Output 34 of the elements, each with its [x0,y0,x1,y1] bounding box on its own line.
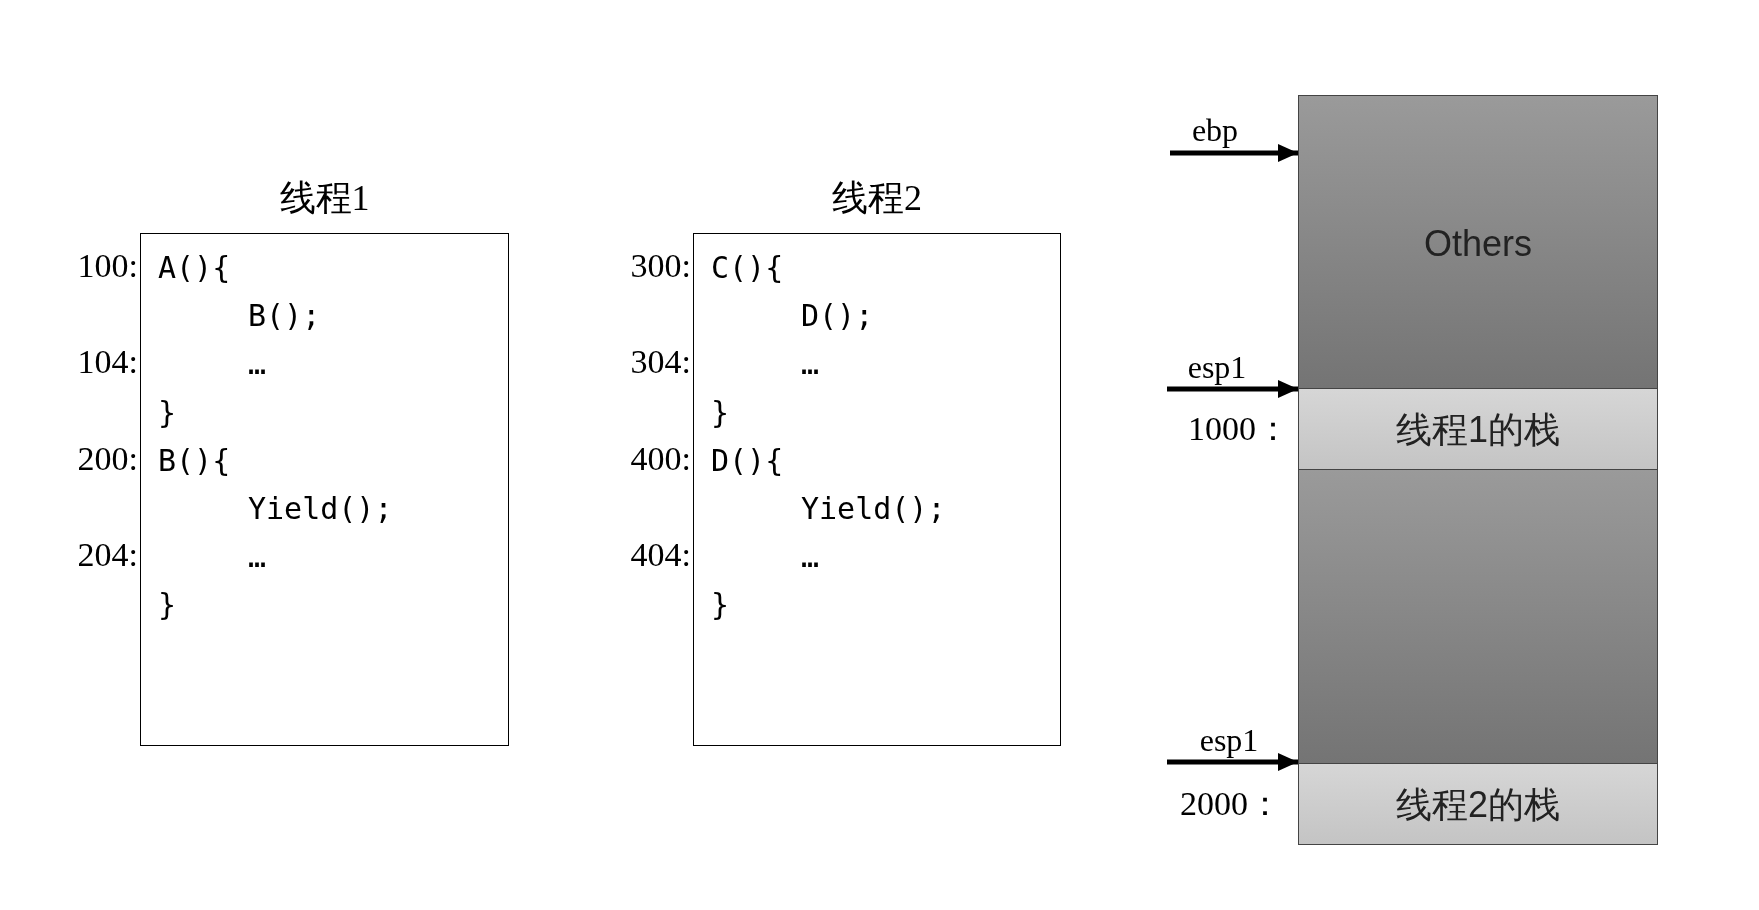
code-line: B(); [248,301,321,332]
address-label: 300: [630,249,691,283]
address-label: 200: [77,441,138,476]
code-line: } [711,397,730,428]
stack-label: Others [1424,226,1532,262]
address-label: 100: [77,249,138,283]
address-label: 2000： [1180,786,1282,821]
code-line: Yield(); [248,494,393,524]
code-line: … [248,542,267,573]
address-label: 304: [630,345,691,380]
thread-title: 线程1 [279,180,370,216]
stack-label: 线程2的栈 [1396,786,1560,823]
code-line: A(){ [158,253,231,283]
code-line: … [801,349,820,380]
code-line: … [801,542,820,573]
code-line: } [711,590,730,621]
stack-label: 线程1的栈 [1396,411,1560,448]
thread-title: 线程2 [832,180,922,216]
arrow [1167,380,1298,398]
code-line: B(){ [158,445,231,476]
code-line: … [248,349,267,380]
code-line: } [158,590,177,621]
code-line: C(){ [711,253,784,283]
address-label: 1000： [1188,411,1290,446]
arrow [1167,753,1298,771]
arrow [1170,144,1298,162]
address-label: 400: [630,441,691,476]
code-line: Yield(); [801,494,946,524]
code-line: D(); [801,301,874,332]
code-line: D(){ [711,445,784,476]
address-label: 404: [630,538,691,573]
address-label: 204: [77,538,138,573]
code-line: } [158,397,177,428]
address-label: 104: [77,345,138,380]
